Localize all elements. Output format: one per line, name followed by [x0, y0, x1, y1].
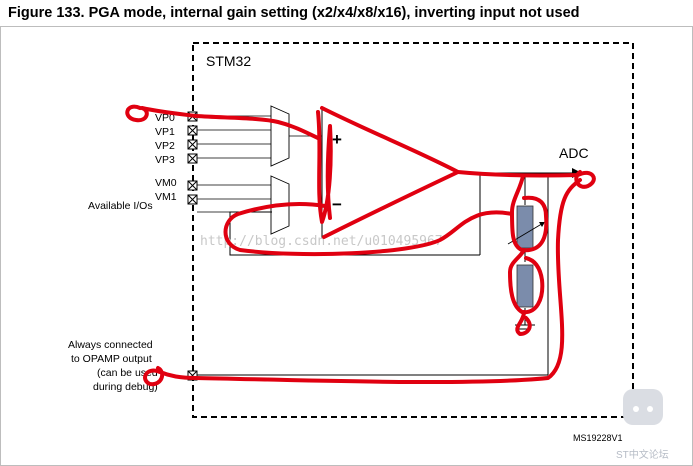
pin-vm0: [187, 180, 198, 191]
vp-mux: [270, 105, 290, 167]
annotation-vp0-scribble: [125, 104, 198, 123]
vm0-label: VM0: [155, 177, 177, 189]
always-connected-line-3: (can be used: [97, 367, 158, 379]
pin-vp2: [187, 139, 198, 150]
available-ios-label: Available I/Os: [88, 200, 153, 212]
annotation-feedback-loop: [223, 202, 514, 257]
pin-vp3: [187, 153, 198, 164]
opamp-plus-sign: +: [332, 130, 342, 149]
annotation-ground: [515, 310, 532, 336]
always-connected-line-1: Always connected: [68, 339, 153, 351]
annotation-vp0-path: [194, 114, 320, 140]
stm32-boundary: [192, 42, 634, 418]
stm32-label: STM32: [206, 53, 251, 69]
logo-bubble: [623, 389, 663, 425]
input-wires: [197, 115, 272, 213]
variable-gain-arrowhead: [539, 222, 545, 227]
adc-label: ADC: [559, 145, 589, 161]
title-bar: Figure 133. PGA mode, internal gain sett…: [0, 0, 693, 26]
vp1-label: VP1: [155, 126, 175, 138]
logo-eye-right: [647, 406, 653, 412]
vp0-label: VP0: [155, 112, 175, 124]
annotation-output-scribble: [143, 366, 198, 387]
vp2-label: VP2: [155, 140, 175, 152]
opamp-triangle: [321, 107, 460, 239]
watermark-url: http://blog.csdn.net/u010495967: [200, 234, 443, 249]
always-connected-note: Always connected to OPAMP output (can be…: [68, 339, 158, 393]
opamp-minus-sign: −: [332, 195, 342, 214]
st-forum-logo: ST中文论坛: [616, 389, 669, 461]
vp3-label: VP3: [155, 154, 175, 166]
feedback-resistor-bottom: [516, 264, 534, 308]
vp-labels: VP0 VP1 VP2 VP3 VM0 VM1: [155, 112, 177, 203]
always-connected-line-2: to OPAMP output: [71, 353, 152, 365]
annotation-plus-input: [316, 110, 333, 224]
annotation-right-loop: [194, 178, 582, 385]
figure-reference: MS19228V1: [573, 433, 623, 443]
always-connected-line-4: during debug): [93, 381, 158, 393]
figure-title: Figure 133. PGA mode, internal gain sett…: [8, 5, 580, 21]
logo-text: ST中文论坛: [616, 448, 669, 461]
logo-eye-left: [633, 406, 639, 412]
pin-vp1: [187, 125, 198, 136]
pin-vm1: [187, 194, 198, 205]
vm1-label: VM1: [155, 191, 177, 203]
red-annotations: [125, 104, 596, 387]
feedback-resistor-top: [516, 205, 534, 249]
